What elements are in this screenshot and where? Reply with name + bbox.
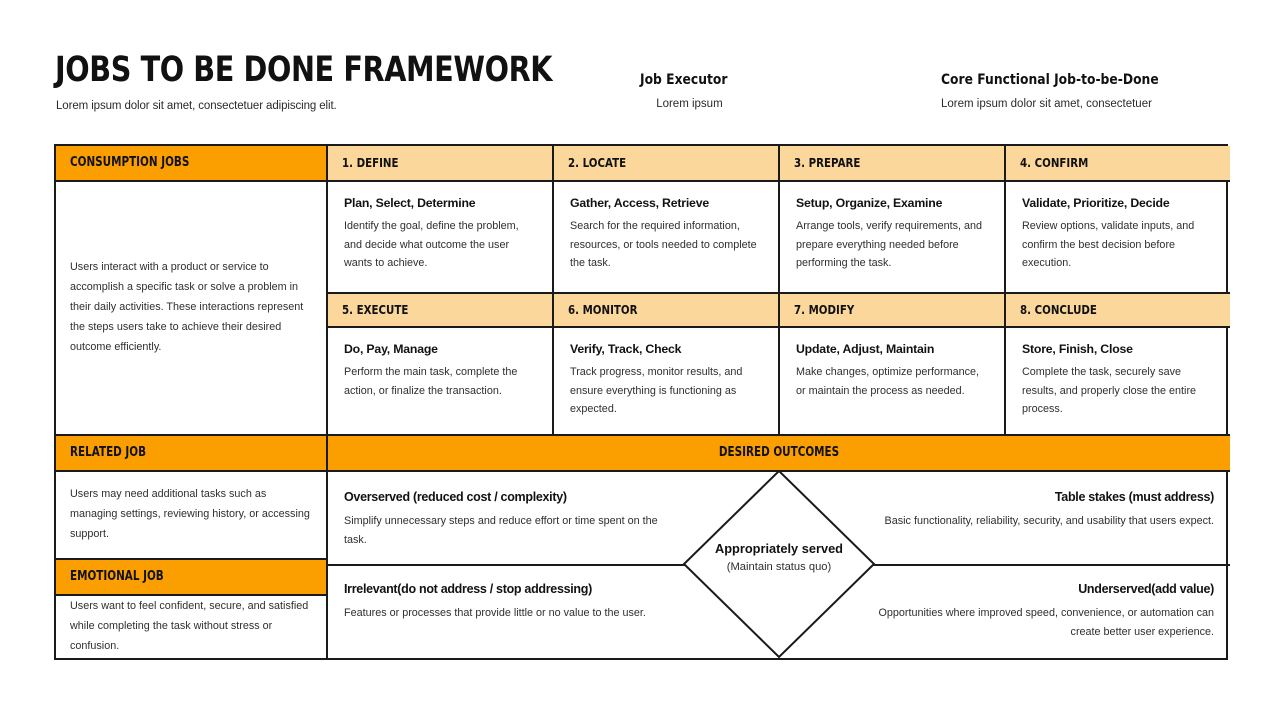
stage-number-label: 7. MODIFY	[794, 302, 855, 317]
stage-body-1: Plan, Select, Determine Identify the goa…	[328, 182, 554, 292]
left-column-divider	[326, 472, 328, 658]
quadrant-description: Simplify unnecessary steps and reduce ef…	[344, 515, 658, 546]
stage-verbs: Plan, Select, Determine	[344, 196, 476, 210]
related-job-header: RELATED JOB	[56, 436, 328, 472]
stage-description: Complete the task, securely save results…	[1022, 366, 1197, 416]
stage-verbs: Validate, Prioritize, Decide	[1022, 196, 1170, 210]
stage-body-5: Do, Pay, Manage Perform the main task, c…	[328, 328, 554, 436]
stage-header-3[interactable]: 3. PREPARE	[780, 146, 1006, 182]
stage-number-label: 8. CONCLUDE	[1020, 302, 1097, 317]
consumption-jobs-description-cell: Users interact with a product or service…	[56, 182, 328, 436]
stage-description: Arrange tools, verify requirements, and …	[796, 220, 983, 270]
stage-verbs: Do, Pay, Manage	[344, 342, 438, 356]
header-column-subtitle: Lorem ipsum	[656, 98, 723, 110]
stage-description: Review options, validate inputs, and con…	[1022, 220, 1195, 270]
stage-body-8: Store, Finish, Close Complete the task, …	[1006, 328, 1230, 436]
consumption-jobs-label: CONSUMPTION JOBS	[70, 155, 190, 170]
stage-description: Perform the main task, complete the acti…	[344, 366, 518, 397]
related-job-description-cell: Users may need additional tasks such as …	[56, 472, 328, 560]
page-subtitle: Lorem ipsum dolor sit amet, consectetuer…	[56, 100, 337, 112]
stage-body-4: Validate, Prioritize, Decide Review opti…	[1006, 182, 1230, 292]
consumption-jobs-description: Users interact with a product or service…	[70, 261, 304, 353]
stage-verbs: Setup, Organize, Examine	[796, 196, 943, 210]
stage-description: Track progress, monitor results, and ens…	[570, 366, 743, 416]
stage-verbs: Update, Adjust, Maintain	[796, 342, 935, 356]
stage-body-2: Gather, Access, Retrieve Search for the …	[554, 182, 780, 292]
diamond-center-label: Appropriately served (Maintain status qu…	[689, 540, 869, 573]
stage-verbs: Verify, Track, Check	[570, 342, 682, 356]
quadrant-description: Features or processes that provide littl…	[344, 607, 646, 619]
emotional-job-label: EMOTIONAL JOB	[70, 569, 164, 584]
quadrant-irrelevant: Irrelevant(do not address / stop address…	[344, 582, 684, 623]
stage-body-6: Verify, Track, Check Track progress, mon…	[554, 328, 780, 436]
emotional-job-description-cell: Users want to feel confident, secure, an…	[56, 596, 328, 658]
stage-header-4[interactable]: 4. CONFIRM	[1006, 146, 1230, 182]
stage-description: Identify the goal, define the problem, a…	[344, 220, 519, 270]
header-column-title: Job Executor	[640, 72, 728, 88]
stage-number-label: 1. DEFINE	[342, 155, 399, 170]
quadrant-divider-right	[869, 564, 1230, 566]
consumption-jobs-header: CONSUMPTION JOBS	[56, 146, 328, 182]
quadrant-overserved: Overserved (reduced cost / complexity) S…	[344, 490, 674, 549]
desired-outcomes-quadrant-area: Appropriately served (Maintain status qu…	[328, 472, 1230, 658]
page-title: JOBS TO BE DONE FRAMEWORK	[55, 50, 553, 90]
header-column-title: Core Functional Job-to-be-Done	[941, 72, 1159, 88]
stage-description: Make changes, optimize performance, or m…	[796, 366, 980, 397]
quadrant-table-stakes: Table stakes (must address) Basic functi…	[874, 490, 1215, 531]
header-column-subtitle: Lorem ipsum dolor sit amet, consectetuer	[941, 98, 1152, 110]
stage-header-6[interactable]: 6. MONITOR	[554, 292, 780, 328]
header-column-job-executor: Job Executor Lorem ipsum	[640, 72, 743, 110]
stage-verbs: Gather, Access, Retrieve	[570, 196, 709, 210]
quadrant-title: Underserved(add value)	[1078, 582, 1214, 596]
slide-header: JOBS TO BE DONE FRAMEWORK Lorem ipsum do…	[0, 0, 1280, 140]
stage-header-5[interactable]: 5. EXECUTE	[328, 292, 554, 328]
stage-number-label: 4. CONFIRM	[1020, 155, 1089, 170]
desired-outcomes-header: DESIRED OUTCOMES	[328, 436, 1230, 472]
stage-header-1[interactable]: 1. DEFINE	[328, 146, 554, 182]
quadrant-description: Basic functionality, reliability, securi…	[884, 515, 1214, 527]
emotional-job-header: EMOTIONAL JOB	[56, 560, 328, 596]
desired-outcomes-label: DESIRED OUTCOMES	[718, 445, 840, 460]
diamond-note: (Maintain status quo)	[726, 560, 832, 573]
diamond-title: Appropriately served	[714, 541, 843, 556]
quadrant-title: Table stakes (must address)	[1054, 490, 1214, 504]
stage-number-label: 2. LOCATE	[568, 155, 627, 170]
quadrant-divider-left	[328, 564, 689, 566]
related-job-description: Users may need additional tasks such as …	[70, 488, 310, 540]
framework-matrix: CONSUMPTION JOBS Users interact with a p…	[54, 144, 1230, 660]
stage-description: Search for the required information, res…	[570, 220, 757, 270]
stage-header-8[interactable]: 8. CONCLUDE	[1006, 292, 1230, 328]
stage-number-label: 5. EXECUTE	[342, 302, 409, 317]
stage-header-7[interactable]: 7. MODIFY	[780, 292, 1006, 328]
stage-body-3: Setup, Organize, Examine Arrange tools, …	[780, 182, 1006, 292]
quadrant-underserved: Underserved(add value) Opportunities whe…	[864, 582, 1215, 641]
quadrant-description: Opportunities where improved speed, conv…	[878, 607, 1215, 638]
stage-verbs: Store, Finish, Close	[1022, 342, 1133, 356]
stage-number-label: 6. MONITOR	[568, 302, 638, 317]
related-job-label: RELATED JOB	[70, 445, 147, 460]
emotional-job-description: Users want to feel confident, secure, an…	[70, 600, 309, 652]
stage-number-label: 3. PREPARE	[794, 155, 861, 170]
stage-header-2[interactable]: 2. LOCATE	[554, 146, 780, 182]
quadrant-title: Overserved (reduced cost / complexity)	[344, 490, 567, 504]
stage-body-7: Update, Adjust, Maintain Make changes, o…	[780, 328, 1006, 436]
header-column-core-functional-job: Core Functional Job-to-be-Done Lorem ips…	[941, 72, 1197, 110]
quadrant-title: Irrelevant(do not address / stop address…	[344, 582, 592, 596]
